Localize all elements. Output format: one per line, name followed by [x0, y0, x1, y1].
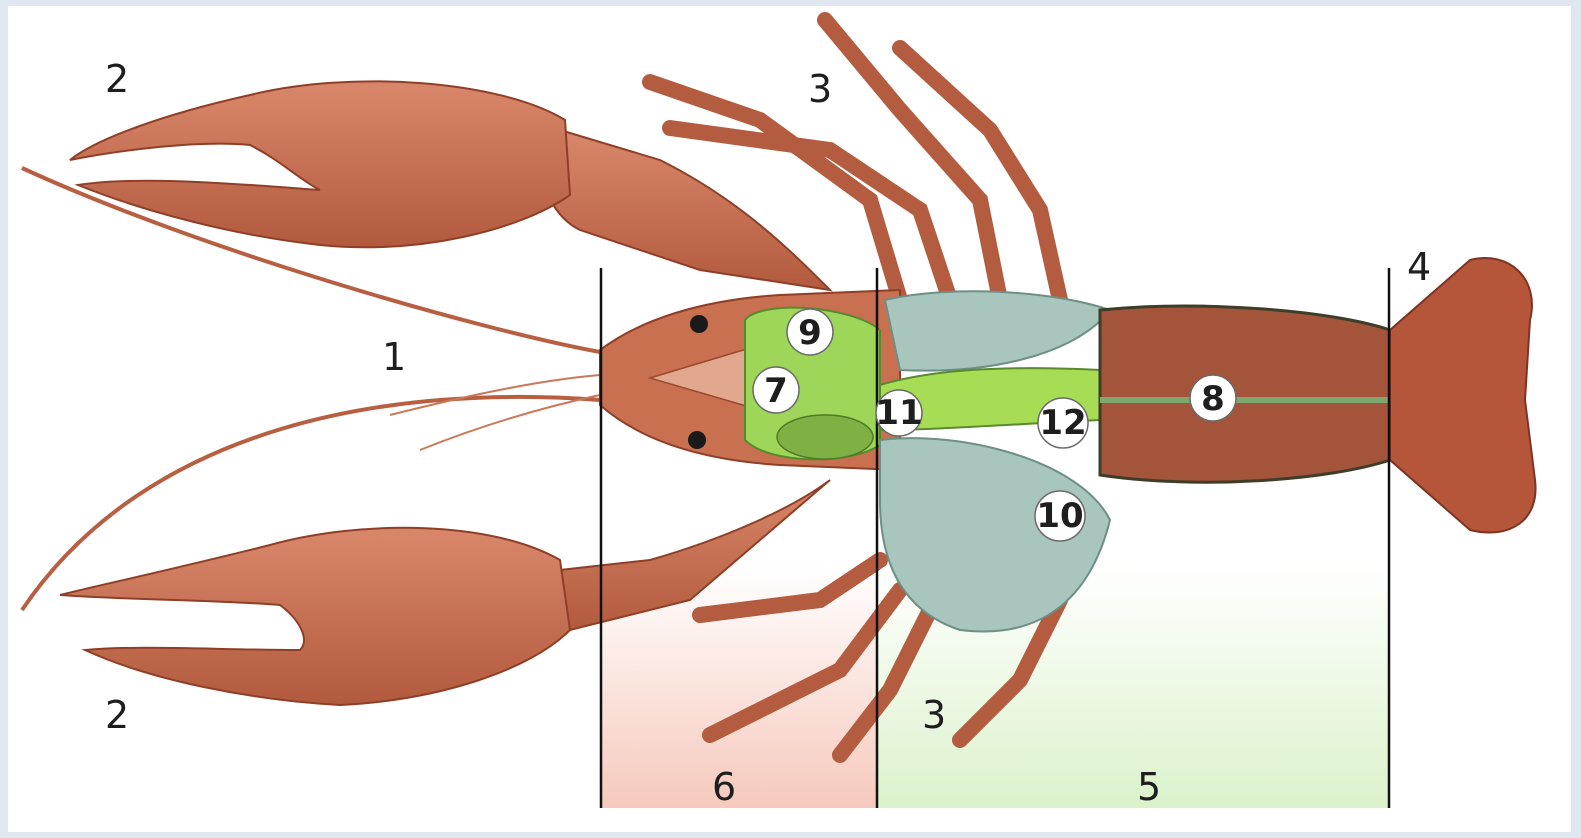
- eye-bottom: [688, 431, 706, 449]
- label-11: 11: [875, 393, 922, 433]
- label-4: 4: [1407, 245, 1431, 289]
- label-9: 9: [798, 313, 822, 353]
- eye-top: [690, 315, 708, 333]
- label-8: 8: [1201, 379, 1225, 419]
- green-gland: [777, 415, 873, 459]
- label-2-bottom: 2: [105, 693, 129, 737]
- abdomen-muscle: [1100, 306, 1390, 482]
- label-12: 12: [1039, 403, 1086, 443]
- label-5: 5: [1137, 765, 1161, 809]
- crayfish-anatomy-diagram: 1 2 2 3 3 4 5 6 7 8 9 10 11 12: [8, 6, 1571, 832]
- label-10: 10: [1036, 496, 1083, 536]
- antennule: [390, 375, 600, 415]
- tail-fan: [1390, 258, 1536, 532]
- label-7: 7: [764, 371, 788, 411]
- figure-frame: 1 2 2 3 3 4 5 6 7 8 9 10 11 12: [8, 6, 1571, 832]
- label-6: 6: [712, 765, 736, 809]
- label-2-top: 2: [105, 57, 129, 101]
- label-1: 1: [382, 335, 406, 379]
- label-3-bottom: 3: [922, 693, 946, 737]
- label-3-top: 3: [808, 67, 832, 111]
- antennule-2: [420, 395, 600, 450]
